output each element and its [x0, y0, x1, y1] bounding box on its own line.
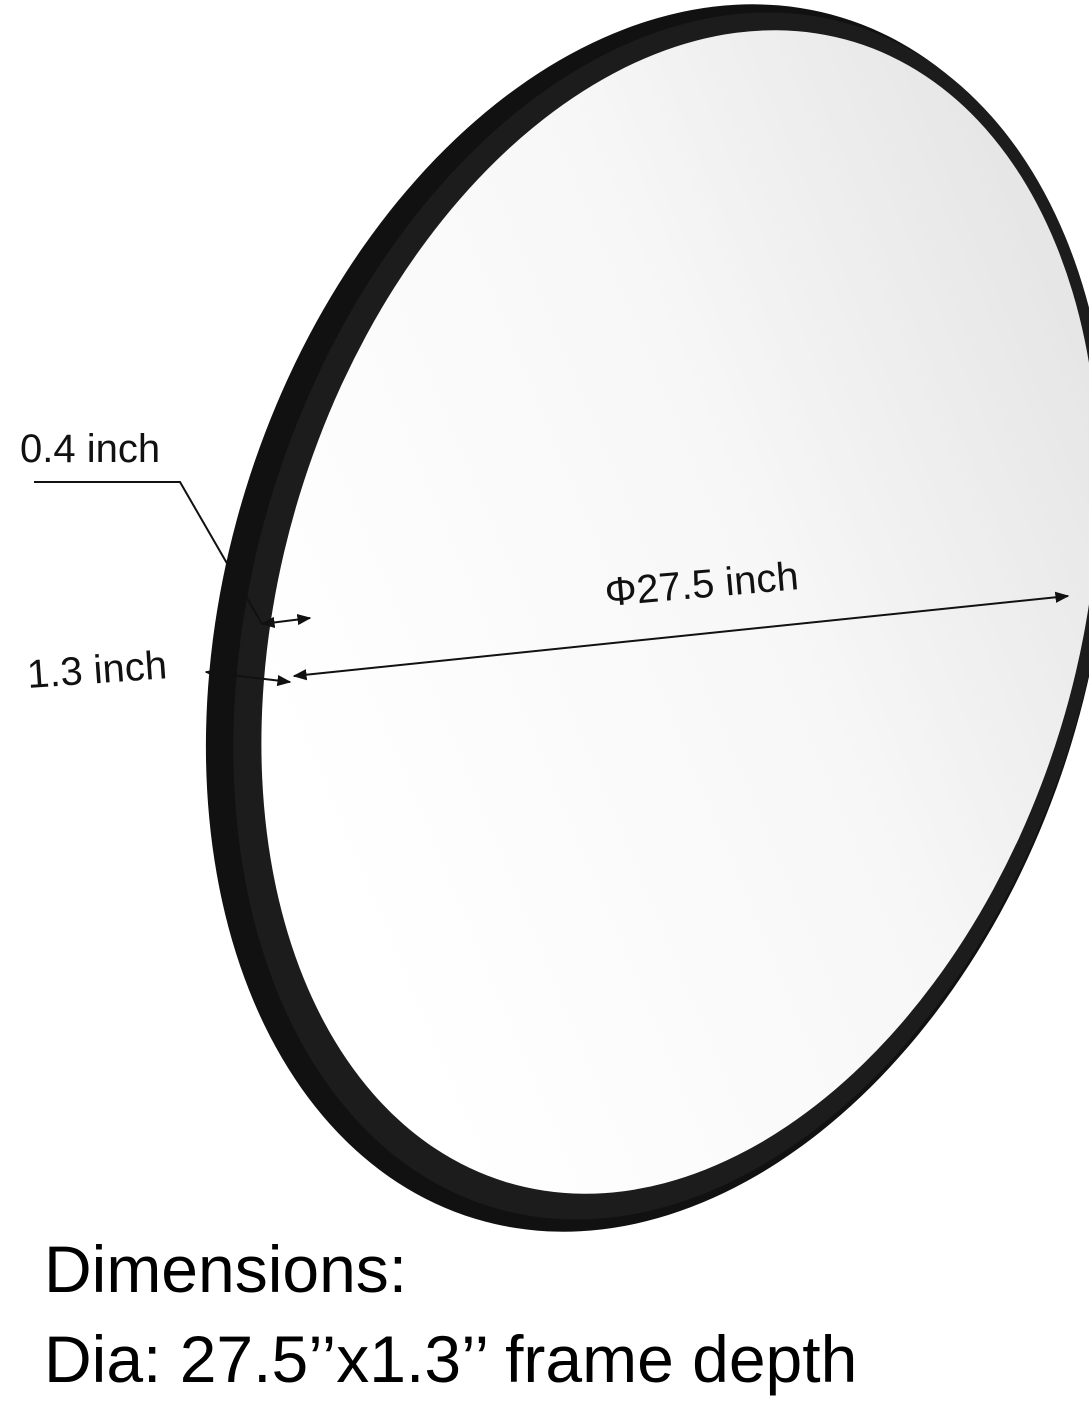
mirror-glass — [261, 30, 1089, 1194]
caption-dimensions: Dia: 27.5’’x1.3’’ frame depth — [44, 1322, 858, 1396]
caption-title: Dimensions: — [44, 1232, 408, 1306]
frame-depth-label: 1.3 inch — [26, 643, 169, 697]
diameter-arrow — [292, 591, 1070, 681]
frame-depth-arrow — [204, 667, 292, 687]
frame-width-leader-line — [34, 481, 263, 625]
frame-width-label: 0.4 inch — [20, 427, 160, 471]
frame-depth-dimension: 1.3 inch — [26, 643, 292, 697]
